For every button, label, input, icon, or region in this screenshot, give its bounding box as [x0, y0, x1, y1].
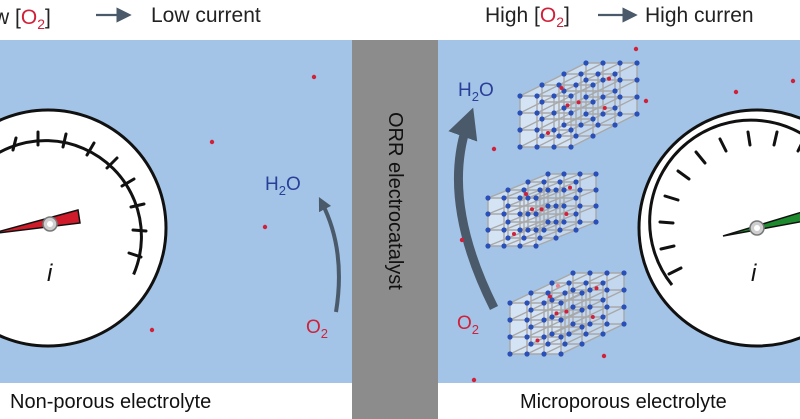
meter-label-high: i [751, 260, 757, 287]
header-band [0, 0, 800, 40]
header-left: w [O2] [0, 6, 51, 32]
current-meter-low: i [0, 108, 168, 348]
reaction-arrow-right [448, 107, 499, 311]
needle-high [722, 211, 800, 237]
header-right: High [O2] [485, 4, 570, 30]
reaction-arrow-left [318, 196, 341, 313]
left-bottom-strip [0, 383, 352, 419]
product-left: H2O [265, 174, 301, 198]
needle-low [0, 209, 81, 234]
framework-crystal-middle [485, 171, 599, 249]
catalyst-bar [352, 40, 438, 419]
reactant-right: O2 [457, 313, 479, 337]
framework-crystal-bottom [507, 270, 627, 357]
framework-crystal-top [517, 60, 640, 150]
right-bottom-strip [438, 383, 800, 419]
meter-label-low: i [47, 260, 53, 287]
catalyst-label: ORR electrocatalyst [384, 112, 406, 290]
product-right: H2O [458, 80, 494, 104]
right-panel-label: Microporous electrolyte [520, 391, 727, 413]
reactant-left: O2 [306, 317, 328, 341]
left-panel-label: Non-porous electrolyte [10, 391, 211, 413]
header-right-result: High curren [645, 4, 754, 27]
current-meter-high: i [637, 108, 800, 348]
header-left-result: Low current [151, 4, 261, 27]
